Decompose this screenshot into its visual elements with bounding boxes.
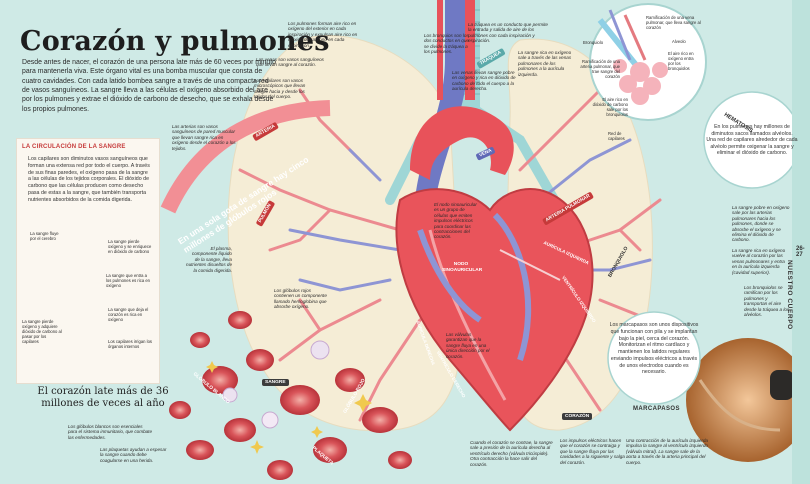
- page-title: Corazón y pulmones: [20, 26, 330, 57]
- annot-globulos-rojos: Los glóbulos rojos contienen un componen…: [274, 288, 327, 310]
- page-number: 26-27: [796, 246, 805, 258]
- annot-sangre-rica-2: La sangre rica en oxígeno vuelve al cora…: [732, 248, 786, 275]
- label-corazon: CORAZÓN: [562, 413, 593, 420]
- label-right-top: La sangre pierde oxígeno y se enriquece …: [108, 239, 152, 254]
- annot-valvulas: Las válvulas garantizan que la sangre fl…: [446, 332, 490, 359]
- label-marcapasos: MARCAPASOS: [633, 406, 680, 412]
- inset-capilares: Red de capilares: [608, 131, 625, 141]
- inset-branch-artery: Ramificación de una arteria pulmonar, qu…: [580, 59, 620, 79]
- intro-paragraph: Desde antes de nacer, el corazón de una …: [22, 59, 276, 113]
- aorta-shape: [410, 106, 514, 180]
- circulation-text: Los capilares son diminutos vasos sanguí…: [28, 156, 150, 203]
- annot-capilares: Los capilares son vasos microscópicos qu…: [254, 78, 306, 100]
- inset-branch-vein: Ramificación de una vena pulmonar, que l…: [646, 15, 701, 30]
- label-sangre: SANGRE: [262, 379, 289, 386]
- inset-air-rich: El aire rico en oxígeno entra por los br…: [668, 51, 694, 71]
- annot-sangre-pobre: La sangre pobre en oxígeno sale por las …: [732, 205, 790, 243]
- label-bottom-left: La sangre pierde oxígeno y adquiere dióx…: [22, 319, 62, 344]
- annot-impulsos: Los impulsos eléctricos hacen que el cor…: [560, 438, 625, 465]
- heart-shape: [395, 188, 594, 432]
- circulation-heading: LA CIRCULACIÓN DE LA SANGRE: [22, 144, 126, 150]
- annot-sangre-rica: La sangre rica en oxígeno sale a través …: [518, 50, 572, 77]
- annot-alveolos: En los pulmones hay millones de diminuto…: [706, 124, 798, 156]
- side-tab-label: NUESTRO CUERPO: [786, 260, 793, 330]
- heartbeat-fact: El corazón late más de 36 millones de ve…: [37, 386, 169, 409]
- label-right-bottom: Los capilares irrigan los órganos intern…: [108, 339, 152, 349]
- annot-venas-rica: Las venas llevan sangre pobre en oxígeno…: [452, 70, 516, 92]
- annot-globulos-blancos: Los glóbulos blancos son esenciales para…: [68, 424, 153, 440]
- annot-relax: Cuando el corazón se contrae, la sangre …: [470, 440, 553, 467]
- right-lung-shape: [227, 35, 462, 432]
- annot-marcapasos: Los marcapasos son unos dispositivos que…: [609, 322, 699, 376]
- annot-bronquiolos: Los bronquiolos se ramifican por los pul…: [744, 285, 790, 318]
- label-right-mid: La sangre que entra a los pulmones es ri…: [106, 273, 150, 288]
- annot-nodo: El nodo sinoauricular es un grupo de cél…: [434, 202, 477, 240]
- annot-plasma: El plasma, componente líquido de la sang…: [186, 246, 232, 273]
- blood-cells: [169, 311, 412, 480]
- inset-bronquiolo: Bronquiolo: [583, 40, 604, 45]
- circulation-box: LA CIRCULACIÓN DE LA SANGRE Los capilare…: [16, 138, 160, 384]
- label-brain: La sangre fluye por el cerebro: [30, 231, 59, 241]
- annot-pulmones: Los pulmones forman aire rico en oxígeno…: [288, 21, 358, 48]
- annot-venas: Las venas son vasos sanguíneos que lleva…: [256, 57, 324, 68]
- annot-arterias: Las arterias son vasos sanguíneos de par…: [172, 124, 236, 151]
- annot-traquea: La tráquea es un conducto que permite la…: [468, 22, 548, 44]
- label-right-low: La sangre que deja el corazón es rica en…: [108, 307, 149, 322]
- label-nodo: NODO SINOAURICULAR: [442, 262, 483, 273]
- annot-plaquetas: Las plaquetas ayudan a espesar la sangre…: [100, 447, 167, 463]
- inset-air-out: El aire rico en dióxido de carbono sale …: [592, 97, 628, 117]
- annot-contraccion: Una contracción de la aurícula izquierda…: [626, 438, 708, 465]
- annot-bronquios: Los bronquios son los dos conductos en q…: [424, 33, 469, 55]
- inset-alveolo: Alveolo: [672, 39, 686, 44]
